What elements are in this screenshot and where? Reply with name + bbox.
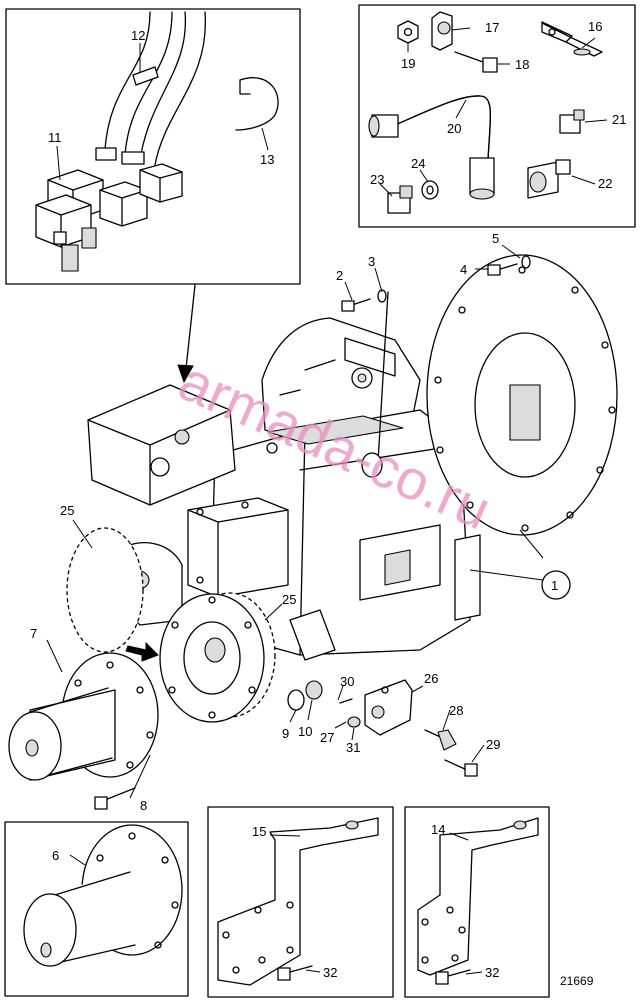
inset-bracket-14: [404, 806, 550, 998]
callout-11: 11: [48, 130, 62, 145]
callout-20: 20: [447, 121, 461, 136]
coupling-flange-plate: [426, 254, 618, 536]
callout-12: 12: [131, 28, 145, 43]
inset-solenoid-valves: [5, 8, 301, 285]
callout-23: 23: [370, 172, 384, 187]
callout-13: 13: [260, 152, 274, 167]
callout-16: 16: [588, 19, 602, 34]
callout-7: 7: [30, 626, 37, 641]
callout-9: 9: [282, 726, 289, 741]
callout-2: 2: [336, 268, 343, 283]
callout-3: 3: [368, 254, 375, 269]
callout-26: 26: [424, 671, 438, 686]
inset-fittings: [358, 4, 636, 228]
callout-4: 4: [460, 262, 467, 277]
callout-30: 30: [340, 674, 354, 689]
callout-6: 6: [52, 848, 59, 863]
callout-28: 28: [449, 703, 463, 718]
callout-31: 31: [346, 740, 360, 755]
callout-22: 22: [598, 176, 612, 191]
gearbox-housing: [87, 291, 481, 661]
callout-17: 17: [485, 20, 499, 35]
callout-19: 19: [401, 56, 415, 71]
sprocket-gears: [66, 527, 276, 723]
callout-24: 24: [411, 156, 425, 171]
callout-18: 18: [515, 57, 529, 72]
callout-32-right: 32: [485, 965, 499, 980]
callout-1: 1: [551, 578, 558, 593]
sensor-bracket-group: [287, 679, 478, 777]
callout-8: 8: [140, 798, 147, 813]
callout-10: 10: [298, 724, 312, 739]
callout-27: 27: [320, 730, 334, 745]
callout-14: 14: [431, 822, 445, 837]
callout-32-left: 32: [323, 965, 337, 980]
inset-bracket-15: [207, 806, 394, 998]
inset-coupling: [4, 821, 189, 997]
callout-25-right: 25: [282, 592, 296, 607]
leader-lines: [46, 27, 608, 975]
callout-21: 21: [612, 112, 626, 127]
bolts-upper: [341, 255, 531, 312]
callout-25-left: 25: [60, 503, 74, 518]
callout-labels: 1 2 3 4 5 6 7 8 9 10 11 12 13 14 15 16 1…: [30, 19, 626, 980]
callout-15: 15: [252, 824, 266, 839]
callout-29: 29: [486, 737, 500, 752]
callout-5: 5: [492, 231, 499, 246]
coupling-hub: [8, 652, 159, 781]
drawing-reference-number: 21669: [560, 974, 594, 988]
callout-1-circle: [541, 570, 571, 600]
